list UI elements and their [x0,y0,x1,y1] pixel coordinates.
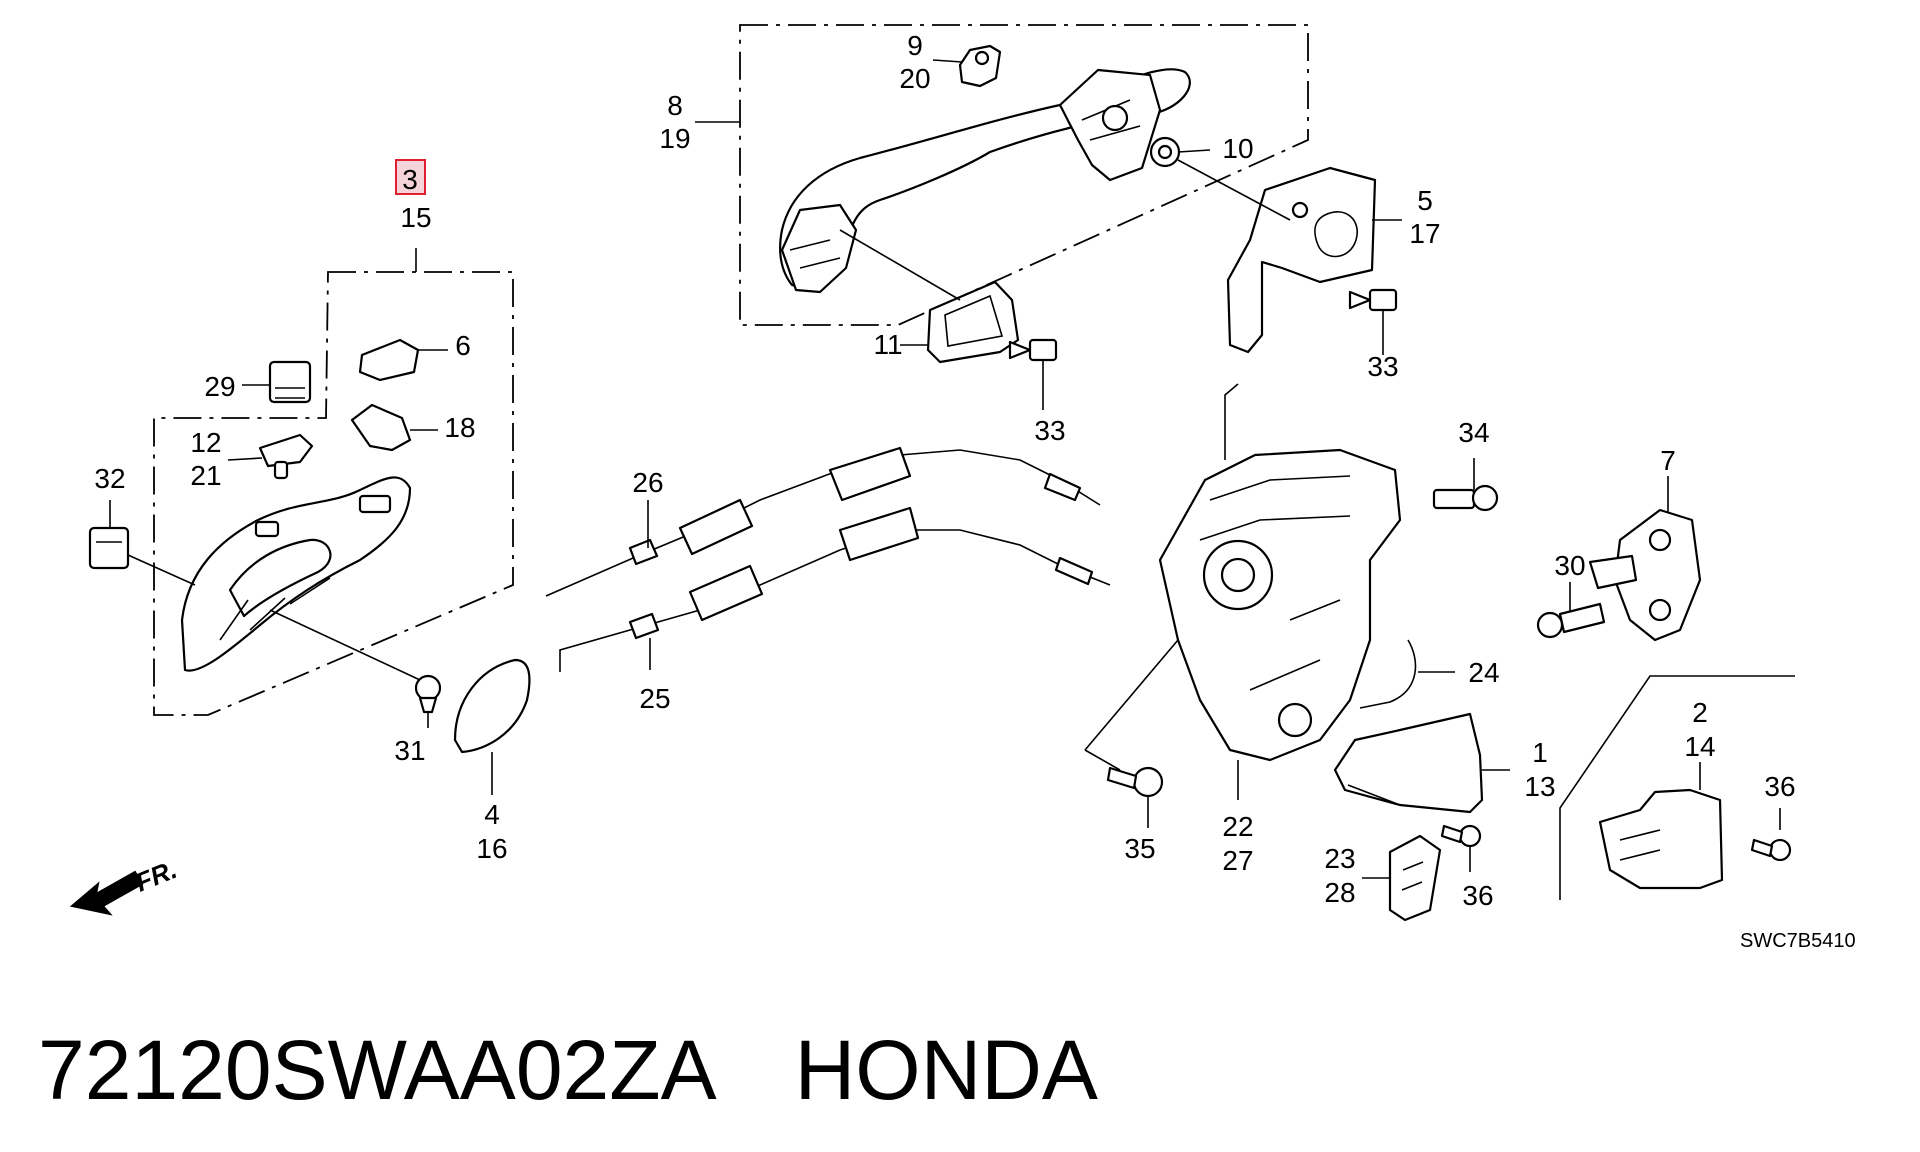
clip-29 [268,360,312,404]
callout-11[interactable]: 11 [873,329,902,360]
highlight-box-3 [395,159,426,195]
front-direction-label: FR. [131,854,181,898]
leader-gasket [839,229,961,301]
protector-2 [1598,788,1724,890]
callout-25[interactable]: 25 [639,683,670,714]
latch-cover-1 [1333,712,1484,814]
door-latch-assembly [1158,383,1402,762]
callout-20[interactable]: 20 [899,63,930,94]
callout-10[interactable]: 10 [1222,133,1253,164]
clip-32 [88,526,130,570]
brand-name: HONDA [794,1023,1098,1117]
callout-6[interactable]: 6 [455,330,471,361]
callout-32[interactable]: 32 [94,463,125,494]
clip-18 [350,403,412,452]
callout-2[interactable]: 2 [1692,697,1708,728]
exploded-view-drawing: 3 15 8 19 9 20 10 5 17 11 33 33 6 18 29 … [69,24,1856,952]
bolt-33-b [1348,288,1398,312]
leader-35-screw [1084,749,1121,771]
callout-33-b[interactable]: 33 [1367,351,1398,382]
callout-29[interactable]: 29 [204,371,235,402]
callout-23[interactable]: 23 [1324,843,1355,874]
outer-door-handle [779,68,1191,294]
leader-10-bracket [1177,159,1291,221]
handle-clip [958,44,1002,88]
callout-27[interactable]: 27 [1222,845,1253,876]
handle-gasket [926,280,1020,364]
diagram-code: SWC7B5410 [1740,930,1856,952]
door-striker [1588,508,1702,642]
callout-36-b[interactable]: 36 [1764,771,1795,802]
leader-12-21 [227,457,263,461]
callout-19[interactable]: 19 [659,123,690,154]
cable-25 [559,506,1111,672]
clip-12-21 [258,433,314,480]
callout-28[interactable]: 28 [1324,877,1355,908]
screw-30 [1536,602,1606,639]
leader-35-latch [1084,639,1179,751]
bolt-34 [1432,484,1499,512]
callout-3[interactable]: 3 [402,164,418,195]
leader-10 [1177,149,1211,153]
callout-31[interactable]: 31 [394,735,425,766]
clip-6 [358,338,420,382]
screw-35 [1106,766,1164,798]
callout-7[interactable]: 7 [1660,445,1676,476]
callout-12[interactable]: 12 [190,427,221,458]
callout-30[interactable]: 30 [1554,550,1585,581]
screw-36-a [1440,824,1482,848]
callout-1[interactable]: 1 [1532,737,1548,768]
screw-31 [414,674,442,714]
callout-9[interactable]: 9 [907,30,923,61]
bolt-33-a [1008,338,1058,362]
callout-4[interactable]: 4 [484,799,500,830]
callout-18[interactable]: 18 [444,412,475,443]
callout-33-a[interactable]: 33 [1034,415,1065,446]
leader-32-handle [127,554,196,586]
cable-26 [545,446,1101,597]
callout-22[interactable]: 22 [1222,811,1253,842]
callout-26[interactable]: 26 [632,467,663,498]
callout-36-a[interactable]: 36 [1462,880,1493,911]
callout-15[interactable]: 15 [400,202,431,233]
callout-14[interactable]: 14 [1684,731,1715,762]
screw-36-b [1750,838,1792,862]
callout-8[interactable]: 8 [667,90,683,121]
plug-23 [1388,834,1442,922]
rod-24 [1359,639,1417,709]
footer: 72120SWAA02ZA HONDA [38,1020,1098,1120]
rear-group-bracket [1559,675,1795,900]
callout-16[interactable]: 16 [476,833,507,864]
handle-base-bracket [1226,166,1377,354]
callout-21[interactable]: 21 [190,460,221,491]
callout-35[interactable]: 35 [1124,833,1155,864]
callout-13[interactable]: 13 [1524,771,1555,802]
callout-24[interactable]: 24 [1468,657,1499,688]
part-number: 72120SWAA02ZA [38,1023,717,1117]
leader-1-latch [1347,784,1401,806]
callout-34[interactable]: 34 [1458,417,1489,448]
inner-handle-group-box [153,271,514,716]
leader-9-20 [932,59,963,63]
cap-4 [453,658,531,754]
front-direction-arrow: FR. [69,854,181,916]
inner-door-handle [180,476,412,672]
leader-31-handle [269,609,421,681]
callout-17[interactable]: 17 [1409,218,1440,249]
callout-5[interactable]: 5 [1417,185,1433,216]
